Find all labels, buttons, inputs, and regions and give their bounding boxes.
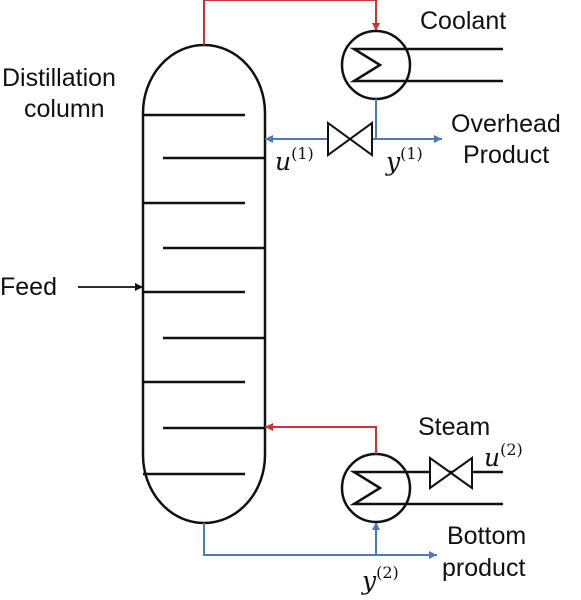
distillation-column [141, 43, 267, 525]
reboiler-coil [349, 470, 400, 506]
condenser-coil [349, 47, 400, 83]
u2-label: u(2) [484, 440, 523, 472]
bottom-label-line1: Bottom [447, 522, 526, 550]
y1-symbol: y [385, 147, 401, 176]
y2-index: (2) [376, 563, 399, 582]
reboiler [340, 452, 412, 524]
steam-label: Steam [418, 413, 490, 441]
column-trays [143, 113, 265, 476]
overhead-vapor-line [203, 0, 380, 45]
overhead-label-line2: Product [463, 141, 549, 169]
overhead-label-line1: Overhead [451, 110, 561, 138]
coolant-label: Coolant [420, 7, 506, 35]
column-label-line1: Distillation [2, 64, 116, 92]
feed-label: Feed [0, 273, 57, 301]
reboiler-shell [340, 452, 412, 524]
condenser-shell [340, 29, 412, 101]
bottom-label-line2: product [442, 554, 525, 582]
u1-label: u(1) [275, 144, 314, 176]
y1-label: y(1) [385, 144, 423, 176]
u2-index: (2) [500, 440, 523, 459]
u1-symbol: u [275, 147, 291, 176]
condenser [340, 29, 412, 101]
steam-valve [429, 456, 473, 490]
bottoms-line [203, 523, 376, 556]
boilup-line [265, 423, 377, 454]
y2-label: y(2) [361, 563, 399, 595]
y1-index: (1) [400, 144, 423, 163]
column-label-line2: column [24, 95, 105, 123]
reflux-valve [327, 121, 373, 157]
u1-index: (1) [291, 144, 314, 163]
y2-symbol: y [361, 566, 377, 595]
u2-symbol: u [484, 443, 500, 472]
